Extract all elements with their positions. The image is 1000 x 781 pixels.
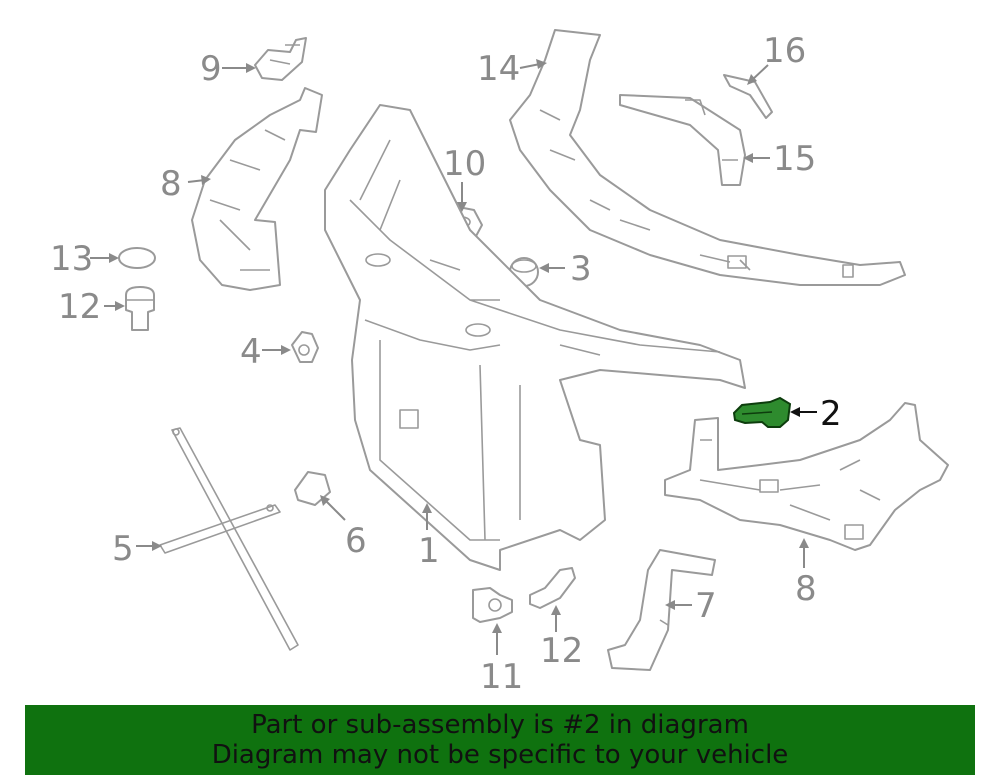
- callout-5: 5: [112, 529, 134, 569]
- part-14-ring: [118, 247, 156, 269]
- callout-1: 1: [418, 531, 440, 571]
- part-2-highlighted-bracket: [732, 396, 792, 428]
- part-5-brace: [159, 427, 299, 651]
- part-8-left-bracket: [191, 87, 323, 291]
- part-15-support-arm: [509, 29, 906, 286]
- part-1-radiator-support: [324, 104, 746, 571]
- part-9-hinge-bracket: [254, 37, 307, 81]
- banner-line-1: Part or sub-assembly is #2 in diagram: [251, 710, 749, 740]
- banner-line-2: Diagram may not be specific to your vehi…: [211, 740, 789, 770]
- callout-12: 12: [540, 631, 583, 671]
- callout-17: 16: [763, 31, 806, 71]
- part-13-fastener: [125, 286, 155, 331]
- part-17-bracket: [723, 74, 773, 119]
- callout-15: 14: [477, 49, 520, 89]
- callout-16: 15: [773, 139, 816, 179]
- part-4-clip: [291, 331, 319, 363]
- callout-11: 11: [480, 657, 523, 697]
- callout-6: 6: [345, 521, 367, 561]
- part-12-hose: [529, 567, 576, 609]
- callout-8-left: 8: [160, 164, 182, 204]
- info-banner: Part or sub-assembly is #2 in diagram Di…: [25, 705, 975, 775]
- callout-14: 13: [50, 239, 93, 279]
- part-8-right-bracket: [664, 402, 949, 551]
- callout-9: 9: [200, 49, 222, 89]
- callout-2: 2: [820, 394, 842, 434]
- parts-diagram: 9 8 13 12 4 5 6 1 10 3 14 15 16 2 8 7 11…: [50, 29, 949, 697]
- part-16-reinforcement: [619, 94, 746, 186]
- callout-8-right: 8: [795, 569, 817, 609]
- part-7-duct-bracket: [607, 549, 716, 671]
- callout-10: 10: [443, 144, 486, 184]
- callout-4: 4: [240, 332, 262, 372]
- callout-labels: 9 8 13 12 4 5 6 1 10 3 14 15 16 2 8 7 11…: [50, 31, 842, 697]
- leader-lines: [90, 59, 817, 655]
- callout-3: 3: [570, 249, 592, 289]
- part-11-mount: [472, 587, 513, 623]
- callout-13: 12: [58, 287, 101, 327]
- callout-7: 7: [695, 586, 717, 626]
